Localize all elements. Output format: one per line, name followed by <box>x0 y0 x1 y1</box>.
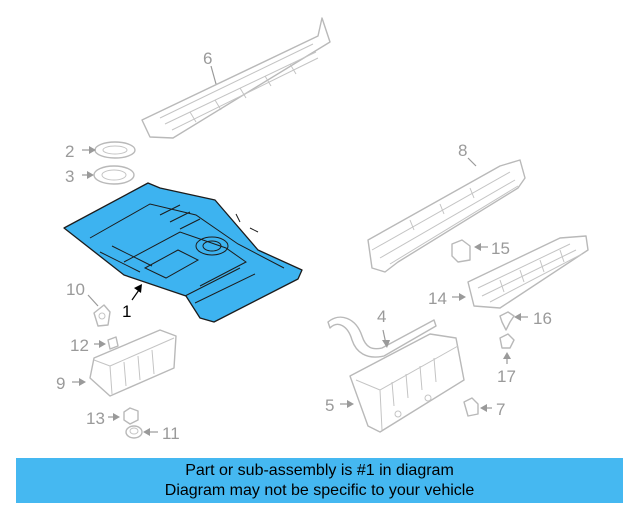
part-12-pin <box>107 336 119 350</box>
banner-line-2: Diagram may not be specific to your vehi… <box>164 482 475 499</box>
part-17-clip <box>499 333 515 349</box>
part-5-step-assembly <box>349 333 465 433</box>
callout-15: 15 <box>491 239 510 258</box>
callout-17: 17 <box>497 367 516 386</box>
part-8-rocker-rail <box>367 159 526 273</box>
callout-2: 2 <box>65 142 74 161</box>
callout-13: 13 <box>86 409 105 428</box>
callout-6: 6 <box>203 49 212 68</box>
part-13-bolt <box>123 407 139 425</box>
part-2-grommet <box>94 141 136 159</box>
part-10-clip <box>93 304 111 327</box>
part-16-screw <box>499 311 515 331</box>
callout-7: 7 <box>496 400 505 419</box>
parts-diagram: 6 2 3 1 10 12 <box>56 17 589 443</box>
callout-16: 16 <box>533 309 552 328</box>
part-3-grommet <box>93 165 135 185</box>
part-14-running-board <box>467 235 589 309</box>
part-7-bracket <box>463 397 479 417</box>
part-15-bracket <box>451 239 471 263</box>
part-6-side-rail <box>141 17 331 139</box>
callout-9: 9 <box>56 374 65 393</box>
part-9-step-bracket <box>89 329 177 397</box>
banner-line-1: Part or sub-assembly is #1 in diagram <box>185 462 454 479</box>
callout-1: 1 <box>122 302 131 321</box>
callout-8: 8 <box>458 141 467 160</box>
callout-5: 5 <box>325 396 334 415</box>
part-11-nut <box>125 425 143 439</box>
callout-4: 4 <box>377 307 386 326</box>
callout-3: 3 <box>65 167 74 186</box>
callout-10: 10 <box>66 280 85 299</box>
part-1-floor-pan <box>63 182 303 323</box>
callout-11: 11 <box>162 424 180 443</box>
callout-14: 14 <box>428 289 447 308</box>
part-4-trim <box>327 316 437 358</box>
callout-12: 12 <box>70 336 89 355</box>
info-banner: Part or sub-assembly is #1 in diagram Di… <box>16 458 623 503</box>
